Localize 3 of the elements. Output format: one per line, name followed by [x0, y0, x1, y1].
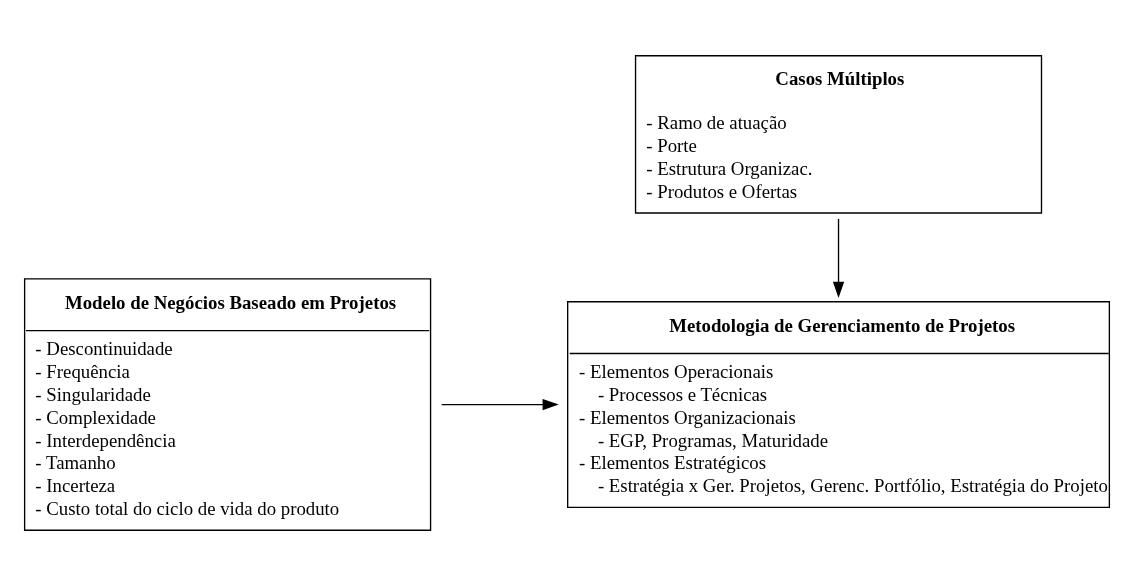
arrow	[832, 217, 845, 298]
node-box: Casos Múltiplos - Ramo de atuação - Porte - Estrutura Organizac. - Produtos e Ofertas	[634, 54, 1043, 214]
arrow	[441, 398, 559, 410]
